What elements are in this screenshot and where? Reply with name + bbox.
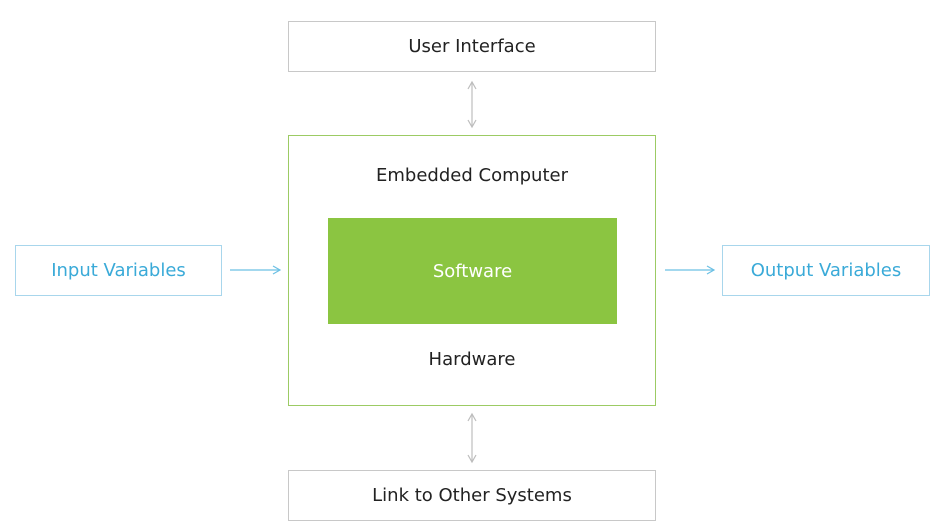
output-variables-node: Output Variables xyxy=(722,245,930,296)
output-variables-label: Output Variables xyxy=(750,260,902,281)
link-to-other-systems-node: Link to Other Systems xyxy=(288,470,656,521)
input-variables-node: Input Variables xyxy=(15,245,222,296)
embedded-computer-label: Embedded Computer xyxy=(376,165,568,186)
user-interface-label: User Interface xyxy=(408,36,536,57)
input-variables-label: Input Variables xyxy=(51,260,186,281)
hardware-label: Hardware xyxy=(428,349,516,370)
software-label: Software xyxy=(432,260,513,282)
user-interface-node: User Interface xyxy=(288,21,656,72)
software-node: Software xyxy=(328,218,617,324)
link-to-other-systems-label: Link to Other Systems xyxy=(372,485,572,506)
embedded-computer-node: Embedded Computer Software Hardware xyxy=(288,135,656,406)
